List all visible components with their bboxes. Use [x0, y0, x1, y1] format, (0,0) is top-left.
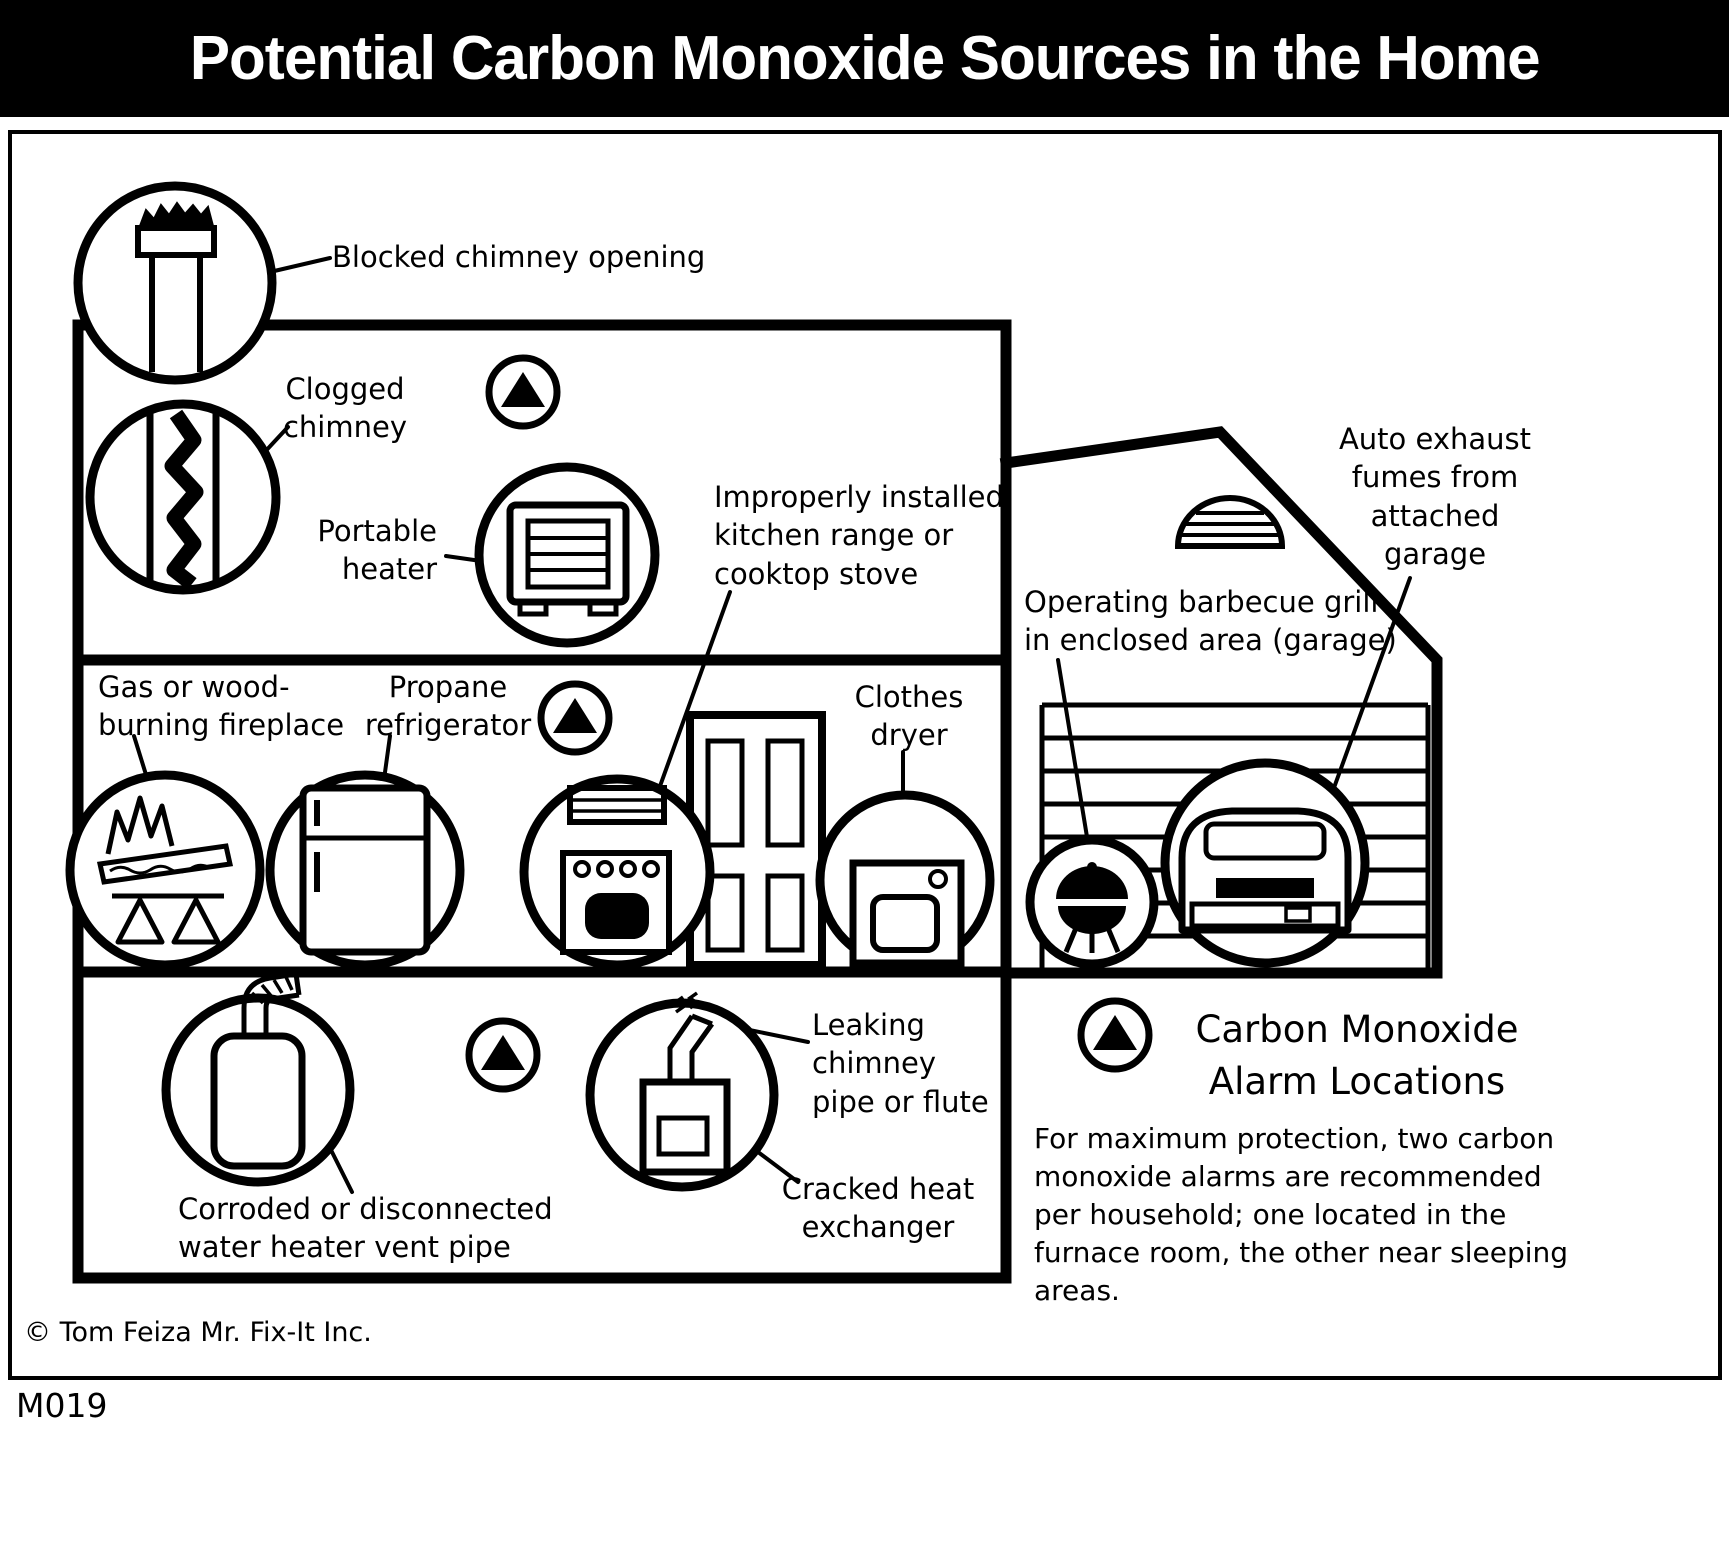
fireplace-icon	[65, 770, 265, 970]
house-structure	[72, 319, 1012, 1284]
co-alarm-icon-top-floor	[489, 358, 557, 426]
title-bar: Potential Carbon Monoxide Sources in the…	[0, 0, 1729, 117]
co-alarm-icon-main-floor	[541, 684, 609, 752]
diagram-title: Potential Carbon Monoxide Sources in the…	[189, 24, 1541, 93]
label-blocked-chimney: Blocked chimney opening	[332, 240, 706, 274]
label-auto-exhaust: Auto exhaust fumes from attached garage	[1338, 422, 1532, 571]
figure-code: M019	[16, 1386, 108, 1425]
barbecue-grill-icon	[1025, 835, 1159, 969]
furnace-icon	[585, 991, 779, 1192]
label-water-heater: Corroded or disconnected water heater ve…	[178, 1192, 553, 1265]
label-propane-refrigerator: Propane refrigerator	[364, 670, 532, 743]
interior-door	[686, 711, 826, 969]
label-fireplace: Gas or wood- burning fireplace	[98, 670, 345, 743]
label-barbecue-grill: Operating barbecue grill in enclosed are…	[1024, 585, 1397, 658]
label-leaking-pipe: Leaking chimney pipe or flute	[812, 1008, 989, 1119]
clogged-chimney-icon	[85, 399, 281, 595]
car-icon	[1160, 758, 1370, 968]
label-clothes-dryer: Clothes dryer	[854, 680, 964, 753]
label-kitchen-range: Improperly installed kitchen range or co…	[714, 480, 1004, 591]
legend-title: Carbon Monoxide Alarm Locations	[1195, 1008, 1519, 1103]
label-clogged-chimney: Clogged chimney	[282, 372, 407, 445]
portable-heater-icon	[474, 462, 660, 648]
label-cracked-exchanger: Cracked heat exchanger	[781, 1172, 975, 1245]
propane-refrigerator-icon	[265, 770, 465, 970]
water-heater-icon	[161, 971, 355, 1187]
garage-vent-icon	[1174, 495, 1286, 549]
diagram-border	[8, 130, 1722, 1380]
label-portable-heater: Portable heater	[317, 514, 437, 587]
copyright: © Tom Feiza Mr. Fix-It Inc.	[24, 1317, 372, 1348]
garage-structure	[999, 426, 1443, 979]
co-alarm-icon-legend	[1081, 1001, 1149, 1069]
legend-body: For maximum protection, two carbon monox…	[1034, 1122, 1569, 1308]
co-alarm-icon-basement	[469, 1021, 537, 1089]
clothes-dryer-icon	[815, 790, 995, 970]
blocked-chimney-icon	[73, 181, 277, 385]
kitchen-range-icon	[519, 774, 715, 970]
